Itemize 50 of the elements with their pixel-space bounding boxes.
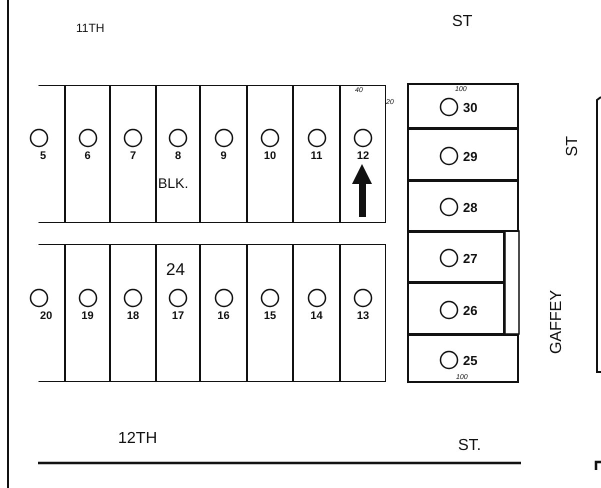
lot-number: 7 [130, 151, 136, 162]
lot-number: 17 [172, 311, 184, 322]
lot-number: 13 [356, 311, 370, 322]
lot-number: 29 [463, 150, 478, 162]
lot-number: 5 [40, 151, 46, 162]
street-name: ST [565, 136, 581, 156]
lot-number: 27 [463, 252, 478, 265]
lot-number: 20 [40, 311, 52, 322]
lot-parcel [247, 244, 293, 382]
lot-number: 11 [310, 151, 322, 162]
lot-parcel [293, 85, 340, 223]
lot-parcel [340, 85, 386, 223]
lot-parcel [200, 244, 247, 382]
lot-number: 15 [264, 311, 276, 322]
street-name: 12TH [118, 431, 158, 447]
lot-number: 14 [310, 311, 323, 322]
lot-number: 12 [356, 151, 370, 162]
lot-parcel [156, 85, 200, 223]
lot-parcel [200, 85, 247, 223]
street-name: ST [452, 14, 472, 30]
lot-parcel [407, 334, 519, 383]
block-number: 24 [166, 261, 185, 278]
lot-number: 19 [81, 311, 94, 322]
lot-parcel [65, 85, 110, 223]
street-name: GAFFEY [549, 290, 565, 354]
lot-number: 16 [217, 311, 230, 322]
lot-number: 25 [463, 354, 478, 366]
lot-parcel [407, 282, 505, 335]
lot-number: 8 [174, 151, 182, 162]
lot-parcel [110, 85, 156, 223]
lot-number: 18 [126, 311, 140, 322]
lot-number: 6 [84, 151, 91, 162]
lot-parcel [407, 128, 519, 181]
lot-parcel [407, 83, 519, 129]
lot-parcel [293, 244, 340, 382]
street-name: ST. [458, 438, 482, 454]
lot-parcel [407, 180, 519, 232]
lot-parcel [247, 85, 293, 223]
block-label: BLK. [158, 176, 188, 190]
lot-parcel [340, 244, 386, 382]
lot-parcel [110, 244, 156, 382]
lot-parcel [65, 244, 110, 382]
lot-parcel [407, 231, 505, 283]
lot-number: 28 [463, 201, 478, 214]
lot-number: 9 [220, 151, 227, 162]
street-name: 11TH [76, 22, 104, 34]
lot-number: 10 [264, 151, 276, 162]
lot-parcel [156, 244, 200, 382]
lot-number: 30 [463, 101, 478, 114]
lot-number: 26 [463, 304, 478, 316]
